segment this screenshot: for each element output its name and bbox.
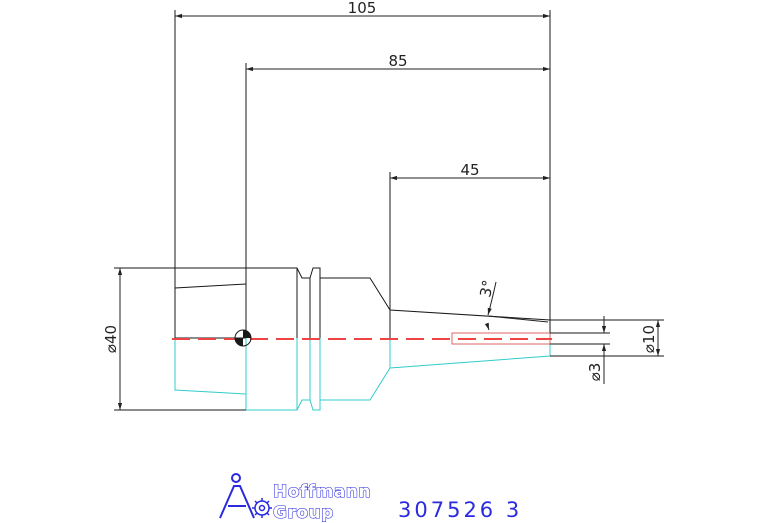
logo-gear-icon — [252, 498, 272, 518]
datum-marker — [234, 329, 252, 347]
dim-line-angle-ref — [487, 315, 549, 323]
dim-text-angle: 3° — [476, 278, 497, 298]
dim-text-105: 105 — [348, 0, 377, 17]
tool-outline-lower — [174, 338, 551, 411]
part-number: 307526 3 — [398, 498, 522, 522]
dimension-lines — [117, 13, 661, 410]
logo-figure-icon — [219, 473, 255, 519]
hoffmann-logo: Hoffmann Group — [219, 473, 371, 523]
tool-outline-upper — [174, 267, 551, 339]
dim-text-d3: ⌀3 — [586, 363, 604, 382]
logo-text-hoffmann: Hoffmann — [273, 482, 371, 502]
dim-text-45: 45 — [460, 161, 479, 179]
dim-text-d40: ⌀40 — [102, 325, 120, 353]
dim-arc-angle — [487, 281, 497, 316]
extension-lines — [114, 10, 664, 411]
logo-text-group: Group — [273, 503, 334, 523]
dim-text-85: 85 — [388, 52, 407, 70]
dim-text-d10: ⌀10 — [640, 325, 658, 353]
